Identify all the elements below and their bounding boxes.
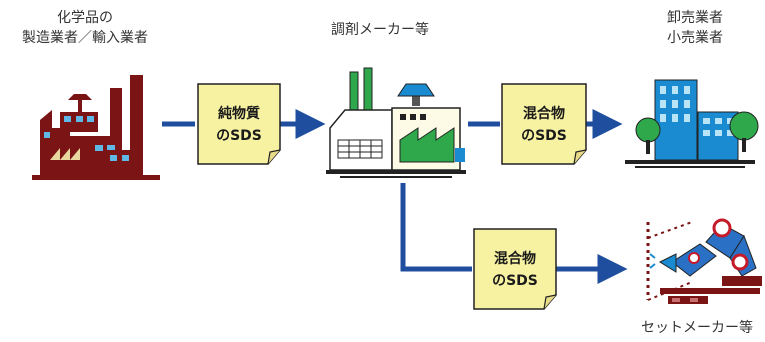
- manufacturer-label-line1: 化学品の: [57, 10, 113, 26]
- manufacturer-label: 化学品の 製造業者／輸入業者: [0, 8, 170, 48]
- mixture-sds-lower-line1: 混合物: [494, 250, 536, 267]
- wholesaler-label: 卸売業者 小売業者: [640, 8, 750, 48]
- industrial-robot-icon: [646, 218, 762, 304]
- wholesaler-buildings-icon: [625, 79, 759, 168]
- mixture-sds-document-lower: 混合物 のSDS: [473, 228, 557, 310]
- mixture-sds-upper-line2: のSDS: [521, 128, 567, 144]
- arrow-formulator-down-to-lower-sds: [400, 183, 472, 272]
- flow-arrows: [162, 109, 628, 284]
- mixture-sds-lower-line2: のSDS: [492, 273, 538, 289]
- wholesaler-label-line2: 小売業者: [667, 30, 723, 46]
- manufacturer-label-line2: 製造業者／輸入業者: [22, 30, 148, 46]
- mixture-sds-document-upper: 混合物 のSDS: [501, 83, 587, 165]
- pure-substance-sds-document: 純物質 のSDS: [197, 83, 281, 165]
- formulator-label: 調剤メーカー等: [331, 22, 429, 38]
- set-maker-label: セットメーカー等: [641, 320, 753, 336]
- chemical-factory-icon: [32, 75, 160, 180]
- pure-sds-line1: 純物質: [218, 105, 260, 122]
- pure-sds-line2: のSDS: [216, 128, 262, 144]
- formulator-factory-icon: [326, 67, 466, 178]
- mixture-sds-upper-line1: 混合物: [523, 105, 565, 122]
- wholesaler-label-line1: 卸売業者: [667, 10, 723, 26]
